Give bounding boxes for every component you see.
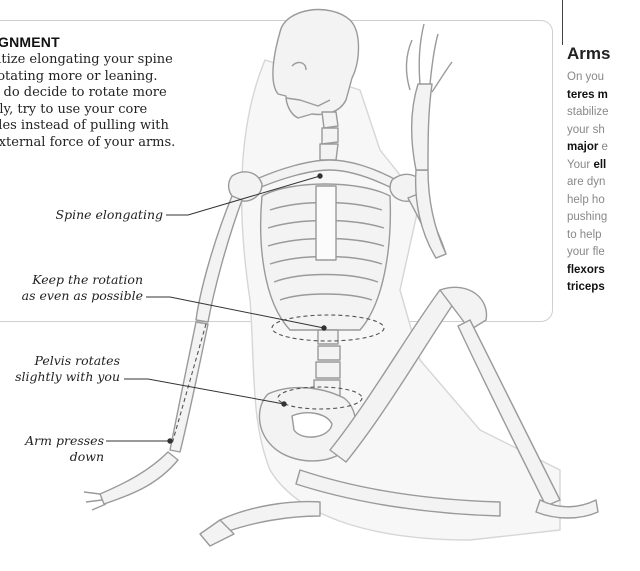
arms-bold-term: major xyxy=(567,141,598,153)
arms-line: major e xyxy=(567,139,640,157)
arms-text-run: your fle xyxy=(567,246,605,258)
arms-text-run: your sh xyxy=(567,124,605,136)
label-arm-presses: Arm presses down xyxy=(25,433,104,465)
arms-line: Your ell xyxy=(567,157,640,175)
arms-line: your sh xyxy=(567,122,640,140)
arms-text-run: e xyxy=(598,141,608,153)
arms-line: help ho xyxy=(567,192,640,210)
arms-text-run: pushing xyxy=(567,211,607,223)
label-keep-rotation: Keep the rotation as even as possible xyxy=(22,272,143,304)
arms-line: On you xyxy=(567,69,640,87)
arms-text-run: are dyn xyxy=(567,176,605,188)
arms-bold-term: triceps xyxy=(567,281,605,293)
arms-line: stabilize xyxy=(567,104,640,122)
arms-text-run: help ho xyxy=(567,194,605,206)
label-spine-elongating: Spine elongating xyxy=(56,207,163,223)
arms-heading: Arms xyxy=(567,44,610,64)
arms-line: your fle xyxy=(567,244,640,262)
arms-text-run: Your xyxy=(567,159,593,171)
arms-text-run: to help xyxy=(567,229,602,241)
arms-line: flexors xyxy=(567,262,640,280)
arms-bold-term: teres m xyxy=(567,89,608,101)
label-pelvis-rotates: Pelvis rotates slightly with you xyxy=(15,353,120,385)
arms-line: teres m xyxy=(567,87,640,105)
arms-bold-term: ell xyxy=(593,159,606,171)
arms-divider xyxy=(562,0,563,45)
arms-text-run: On you xyxy=(567,71,604,83)
arms-line: pushing xyxy=(567,209,640,227)
arms-bold-term: flexors xyxy=(567,264,605,276)
arms-line: triceps xyxy=(567,279,640,297)
arms-text-run: stabilize xyxy=(567,106,609,118)
arms-line: are dyn xyxy=(567,174,640,192)
arms-line: to help xyxy=(567,227,640,245)
